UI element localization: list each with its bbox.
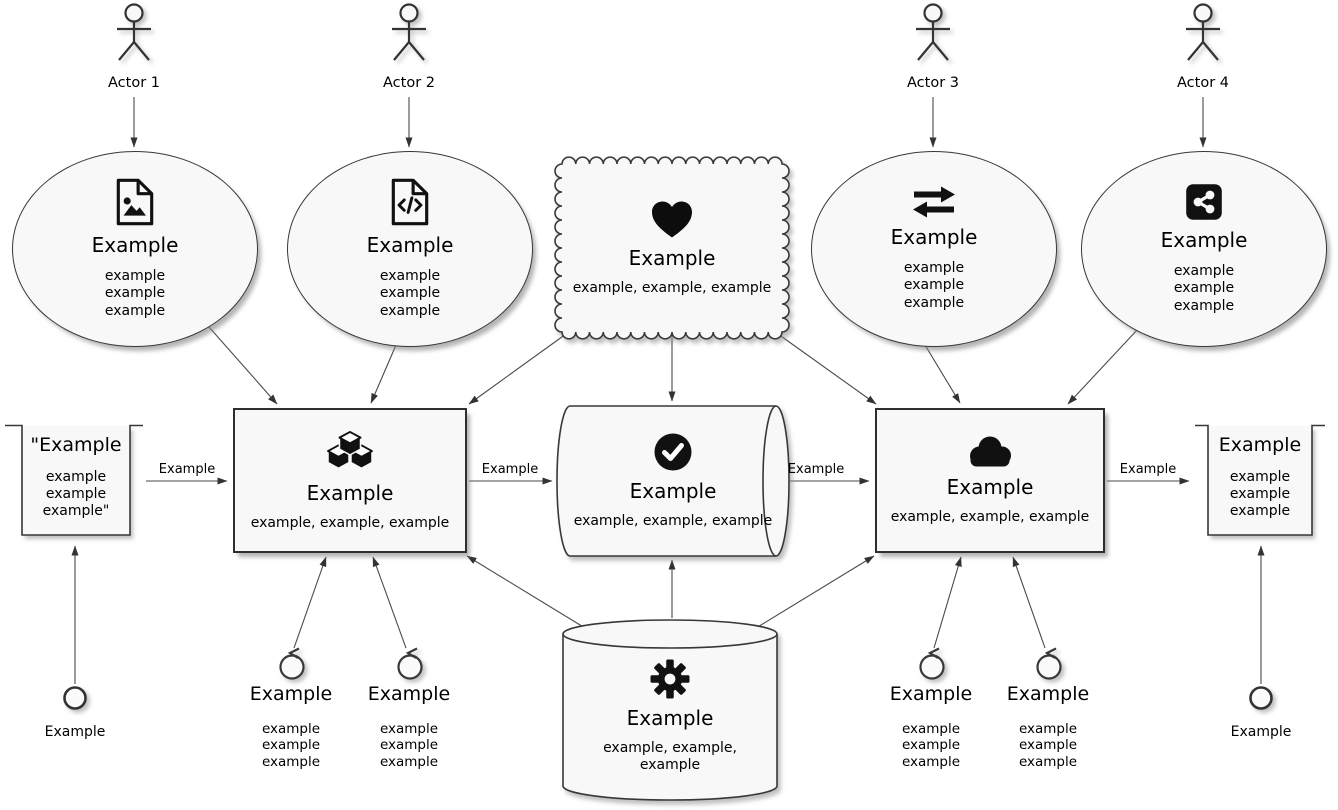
terminal-left: Example bbox=[15, 685, 135, 740]
terminal-label: Example bbox=[44, 724, 106, 740]
cloud-node-title: Example bbox=[628, 246, 716, 271]
actor-icon bbox=[117, 3, 151, 61]
actor-icon bbox=[392, 3, 426, 61]
terminal-right: Example bbox=[1201, 685, 1321, 740]
share-icon bbox=[1186, 184, 1222, 221]
actor-4: Actor 4 bbox=[1163, 2, 1243, 91]
queue-node-subtitle: example, example, example bbox=[573, 513, 773, 530]
process-rect-right-title: Example bbox=[946, 474, 1034, 499]
actor-label: Actor 3 bbox=[907, 75, 959, 91]
circle-icon bbox=[63, 686, 87, 710]
check-circle-icon bbox=[654, 433, 692, 471]
file-shape-right bbox=[1195, 424, 1325, 536]
edge-label-3: Example bbox=[787, 462, 845, 477]
database-node: Example example, example, example bbox=[575, 648, 765, 784]
cloud-node-subtitle: example, example, example bbox=[572, 280, 772, 297]
file-code-icon bbox=[391, 179, 429, 226]
cloud-border-shape bbox=[554, 156, 790, 340]
process-rect-left: Example example, example, example bbox=[233, 408, 467, 553]
control-icon bbox=[279, 647, 305, 680]
actor-3: Actor 3 bbox=[893, 2, 973, 91]
actor-label: Actor 4 bbox=[1177, 75, 1229, 91]
actor-1: Actor 1 bbox=[94, 2, 174, 91]
cubes-icon bbox=[327, 430, 373, 469]
process-rect-left-subtitle: example, example, example bbox=[250, 514, 450, 531]
process-rect-right: Example example, example, example bbox=[875, 408, 1105, 553]
terminal-label: Example bbox=[1230, 724, 1292, 740]
file-image-icon bbox=[116, 179, 154, 226]
usecase-title: Example bbox=[890, 225, 978, 250]
gear-icon bbox=[650, 659, 690, 699]
actor-2: Actor 2 bbox=[369, 2, 449, 91]
queue-node: Example example, example, example bbox=[570, 406, 776, 556]
file-node-right-title: Example bbox=[1218, 434, 1302, 456]
usecase-title: Example bbox=[366, 233, 454, 258]
edge-label-1: Example bbox=[158, 462, 216, 477]
heart-icon bbox=[652, 201, 692, 238]
actor-label: Actor 1 bbox=[108, 75, 160, 91]
process-rect-left-title: Example bbox=[306, 480, 394, 505]
actor-label: Actor 2 bbox=[383, 75, 435, 91]
queue-shape bbox=[556, 405, 790, 557]
connectors bbox=[71, 97, 1265, 684]
control-icon bbox=[397, 647, 423, 680]
control-icon bbox=[1036, 647, 1062, 680]
control-title: Example bbox=[249, 683, 333, 705]
actor-icon bbox=[916, 3, 950, 61]
usecase-title: Example bbox=[91, 233, 179, 258]
file-node-left-title: "Example bbox=[30, 434, 122, 456]
database-node-subtitle: example, example, example bbox=[603, 739, 737, 773]
database-shape bbox=[562, 619, 778, 801]
exchange-icon bbox=[913, 186, 955, 218]
control-title: Example bbox=[367, 683, 451, 705]
control-icon bbox=[919, 647, 945, 680]
process-rect-right-subtitle: example, example, example bbox=[890, 508, 1090, 525]
queue-node-title: Example bbox=[629, 479, 717, 504]
edge-label-4: Example bbox=[1119, 462, 1177, 477]
usecase-title: Example bbox=[1160, 228, 1248, 253]
database-node-title: Example bbox=[626, 705, 714, 730]
actor-icon bbox=[1186, 3, 1220, 61]
file-shape-left bbox=[5, 424, 143, 536]
control-title: Example bbox=[1006, 683, 1090, 705]
cloud-node: Example example, example, example bbox=[562, 163, 782, 333]
control-title: Example bbox=[889, 683, 973, 705]
edge-label-2: Example bbox=[481, 462, 539, 477]
circle-icon bbox=[1249, 686, 1273, 710]
cloud-icon bbox=[970, 436, 1011, 467]
